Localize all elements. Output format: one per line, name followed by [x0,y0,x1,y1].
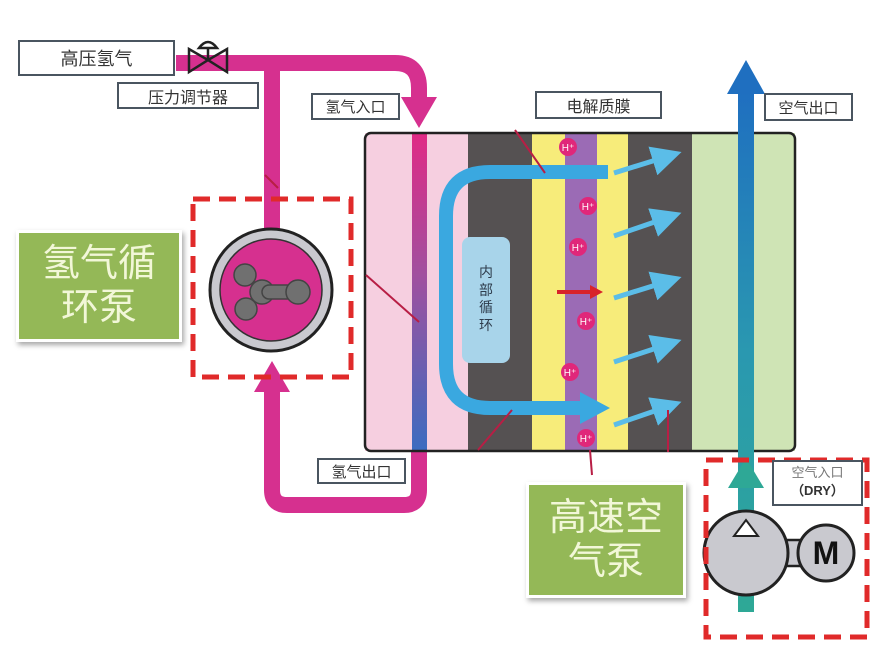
air-inlet-label-line1: 空气入口 [791,466,844,482]
h2-recirculation-pump-icon [208,227,334,353]
internal-circulation-char: 内 [479,265,493,281]
internal-loop-arrowhead [580,392,610,424]
air-flow [727,60,765,612]
air-outlet-arrow [727,60,765,94]
valve-icon [187,40,229,75]
h2-return-pipe [254,361,427,513]
proton-marker: H⁺ [559,138,577,156]
callout-line: 高速空 [548,495,663,540]
proton-marker: H⁺ [577,429,595,447]
pressure-regulator-label: 压力调节器 [117,82,259,109]
high-pressure-h2-label: 高压氢气 [18,40,175,76]
callout-line: 环泵 [60,285,137,329]
high-speed-air-pump-callout: 高速空 气泵 [526,482,686,598]
proton-marker: H⁺ [569,238,587,256]
leader-lines [264,129,669,476]
h2-inlet-label: 氢气入口 [311,93,400,120]
internal-circulation-char: 循 [479,300,493,316]
proton-flow-arrow [557,285,603,299]
internal-circulation-loop [439,165,610,424]
h2-supply-pipe [176,55,437,230]
internal-circulation-char: 环 [479,317,493,334]
air-pump-icon [702,509,856,597]
proton-markers: H⁺ H⁺ H⁺ H⁺ H⁺ H⁺ [559,138,597,447]
air-inlet-label: 空气入口 （DRY） [772,460,863,506]
air-inlet-arrow [728,458,764,488]
air-inlet-label-line2: （DRY） [791,483,844,498]
proton-marker: H⁺ [579,197,597,215]
stack-outline [363,131,797,453]
motor-label: M [813,535,840,571]
motor-icon [796,523,856,583]
h2-pump-highlight-box [190,196,354,380]
svg-text:H⁺: H⁺ [580,317,593,328]
h2-recirculation-pump-callout: 氢气循 环泵 [16,230,182,342]
electrolyte-membrane-label: 电解质膜 [535,91,662,119]
callout-line: 气泵 [567,539,644,583]
h2-channel [412,133,427,451]
svg-text:H⁺: H⁺ [580,434,593,445]
svg-text:H⁺: H⁺ [582,202,595,213]
h2-outlet-label: 氢气出口 [317,458,406,484]
h2-return-arrow [254,361,290,392]
h2-inlet-arrow [401,97,437,128]
internal-circulation-label: 内 部 循 环 [462,237,510,363]
svg-text:H⁺: H⁺ [572,243,585,254]
proton-marker: H⁺ [561,363,579,381]
svg-text:H⁺: H⁺ [562,143,575,154]
air-outlet-label: 空气出口 [764,93,853,121]
callout-line: 氢气循 [41,241,156,286]
proton-marker: H⁺ [577,312,595,330]
cathode-arrows [613,146,682,428]
internal-circulation-char: 部 [479,282,493,299]
svg-text:H⁺: H⁺ [564,368,577,379]
